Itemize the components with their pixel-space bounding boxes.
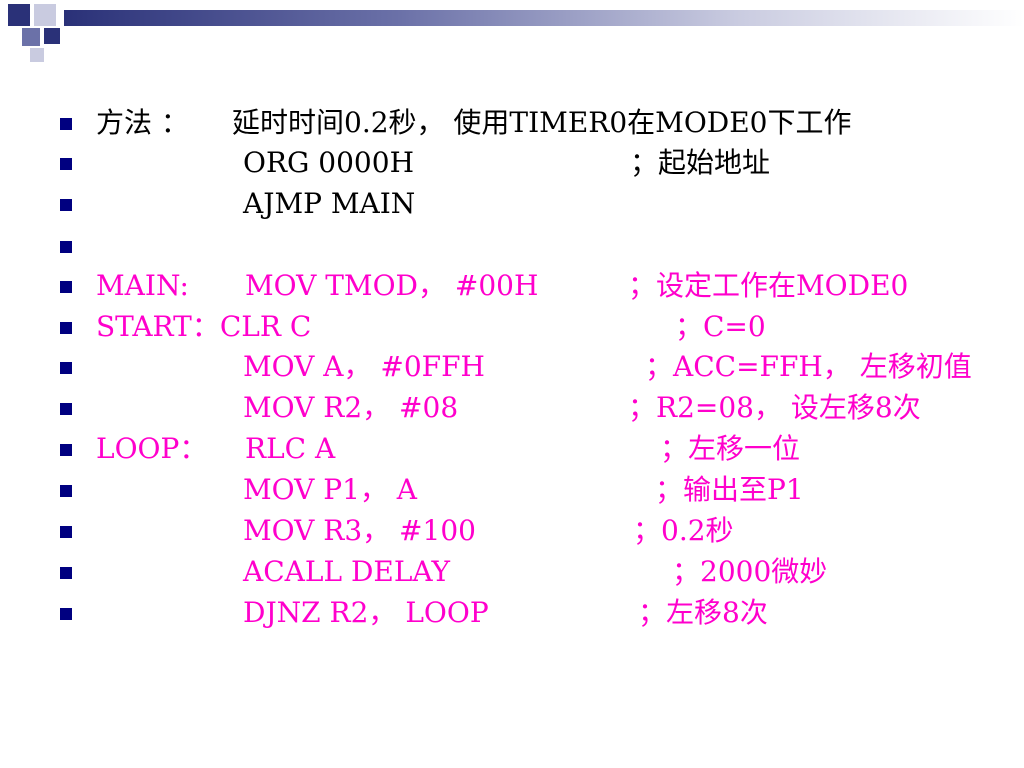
line-comment: ；起始地址 bbox=[630, 146, 771, 179]
line-label: MAIN: bbox=[96, 269, 189, 302]
line-code: AJMP MAIN bbox=[243, 187, 416, 220]
line-code: MOV P1， A bbox=[243, 473, 418, 506]
list-item: MAIN: MOV TMOD， #00H ；设定工作在MODE0 bbox=[0, 268, 1024, 304]
bullet-square-icon bbox=[60, 526, 72, 538]
line-code: ORG 0000H bbox=[243, 146, 414, 179]
list-item: LOOP： RLC A ；左移一位 bbox=[0, 431, 1024, 467]
bullet-square-icon bbox=[60, 362, 72, 374]
line-code: MOV A， #0FFH bbox=[243, 350, 485, 383]
bullet-square-icon bbox=[60, 158, 72, 170]
list-item: MOV P1， A ；输出至P1 bbox=[0, 472, 1024, 508]
line-label: 方法 ： bbox=[96, 106, 189, 139]
line-label: LOOP： bbox=[96, 432, 208, 465]
bullet-square-icon bbox=[60, 199, 72, 211]
line-code: MOV R3， #100 bbox=[243, 514, 476, 547]
bullet-square-icon bbox=[60, 485, 72, 497]
line-code: MOV TMOD， #00H bbox=[245, 269, 539, 302]
header-gradient-bar bbox=[64, 10, 1024, 26]
line-comment: ；左移一位 bbox=[660, 432, 801, 465]
line-code: 延时时间0.2秒， 使用TIMER0在MODE0下工作 bbox=[232, 106, 852, 139]
list-item: ORG 0000H ；起始地址 bbox=[0, 145, 1024, 181]
line-code: ACALL DELAY bbox=[243, 555, 451, 588]
header-square-2 bbox=[34, 4, 56, 26]
line-comment: ；2000微妙 bbox=[672, 555, 828, 588]
line-comment: ；ACC=FFH， 左移初值 bbox=[645, 350, 972, 383]
bullet-square-icon bbox=[60, 444, 72, 456]
line-label: START：CLR C bbox=[96, 310, 312, 343]
line-code: MOV R2， #08 bbox=[243, 391, 459, 424]
line-comment: ；设定工作在MODE0 bbox=[628, 269, 909, 302]
bullet-square-icon bbox=[60, 241, 72, 253]
bullet-square-icon bbox=[60, 608, 72, 620]
header-square-1 bbox=[8, 4, 30, 26]
list-item: ACALL DELAY ；2000微妙 bbox=[0, 554, 1024, 590]
bullet-square-icon bbox=[60, 118, 72, 130]
list-item bbox=[0, 228, 1024, 264]
line-comment: ；左移8次 bbox=[638, 596, 768, 629]
line-comment: ；R2=08， 设左移8次 bbox=[628, 391, 921, 424]
list-item: MOV R2， #08 ；R2=08， 设左移8次 bbox=[0, 390, 1024, 426]
line-comment: ；0.2秒 bbox=[633, 514, 734, 547]
list-item: AJMP MAIN bbox=[0, 186, 1024, 222]
line-comment: ；输出至P1 bbox=[655, 473, 804, 506]
header-square-5 bbox=[30, 48, 44, 62]
header-square-4 bbox=[44, 28, 60, 44]
list-item: START：CLR C ；C=0 bbox=[0, 309, 1024, 345]
list-item: DJNZ R2， LOOP ；左移8次 bbox=[0, 595, 1024, 631]
bullet-square-icon bbox=[60, 403, 72, 415]
line-comment: ；C=0 bbox=[675, 310, 766, 343]
bullet-square-icon bbox=[60, 567, 72, 579]
header-square-3 bbox=[22, 28, 40, 46]
list-item: 方法 ： 延时时间0.2秒， 使用TIMER0在MODE0下工作 bbox=[0, 105, 1024, 141]
bullet-square-icon bbox=[60, 281, 72, 293]
bullet-square-icon bbox=[60, 322, 72, 334]
list-item: MOV R3， #100 ；0.2秒 bbox=[0, 513, 1024, 549]
list-item: MOV A， #0FFH ；ACC=FFH， 左移初值 bbox=[0, 349, 1024, 385]
line-code: RLC A bbox=[245, 432, 336, 465]
line-code: DJNZ R2， LOOP bbox=[243, 596, 489, 629]
